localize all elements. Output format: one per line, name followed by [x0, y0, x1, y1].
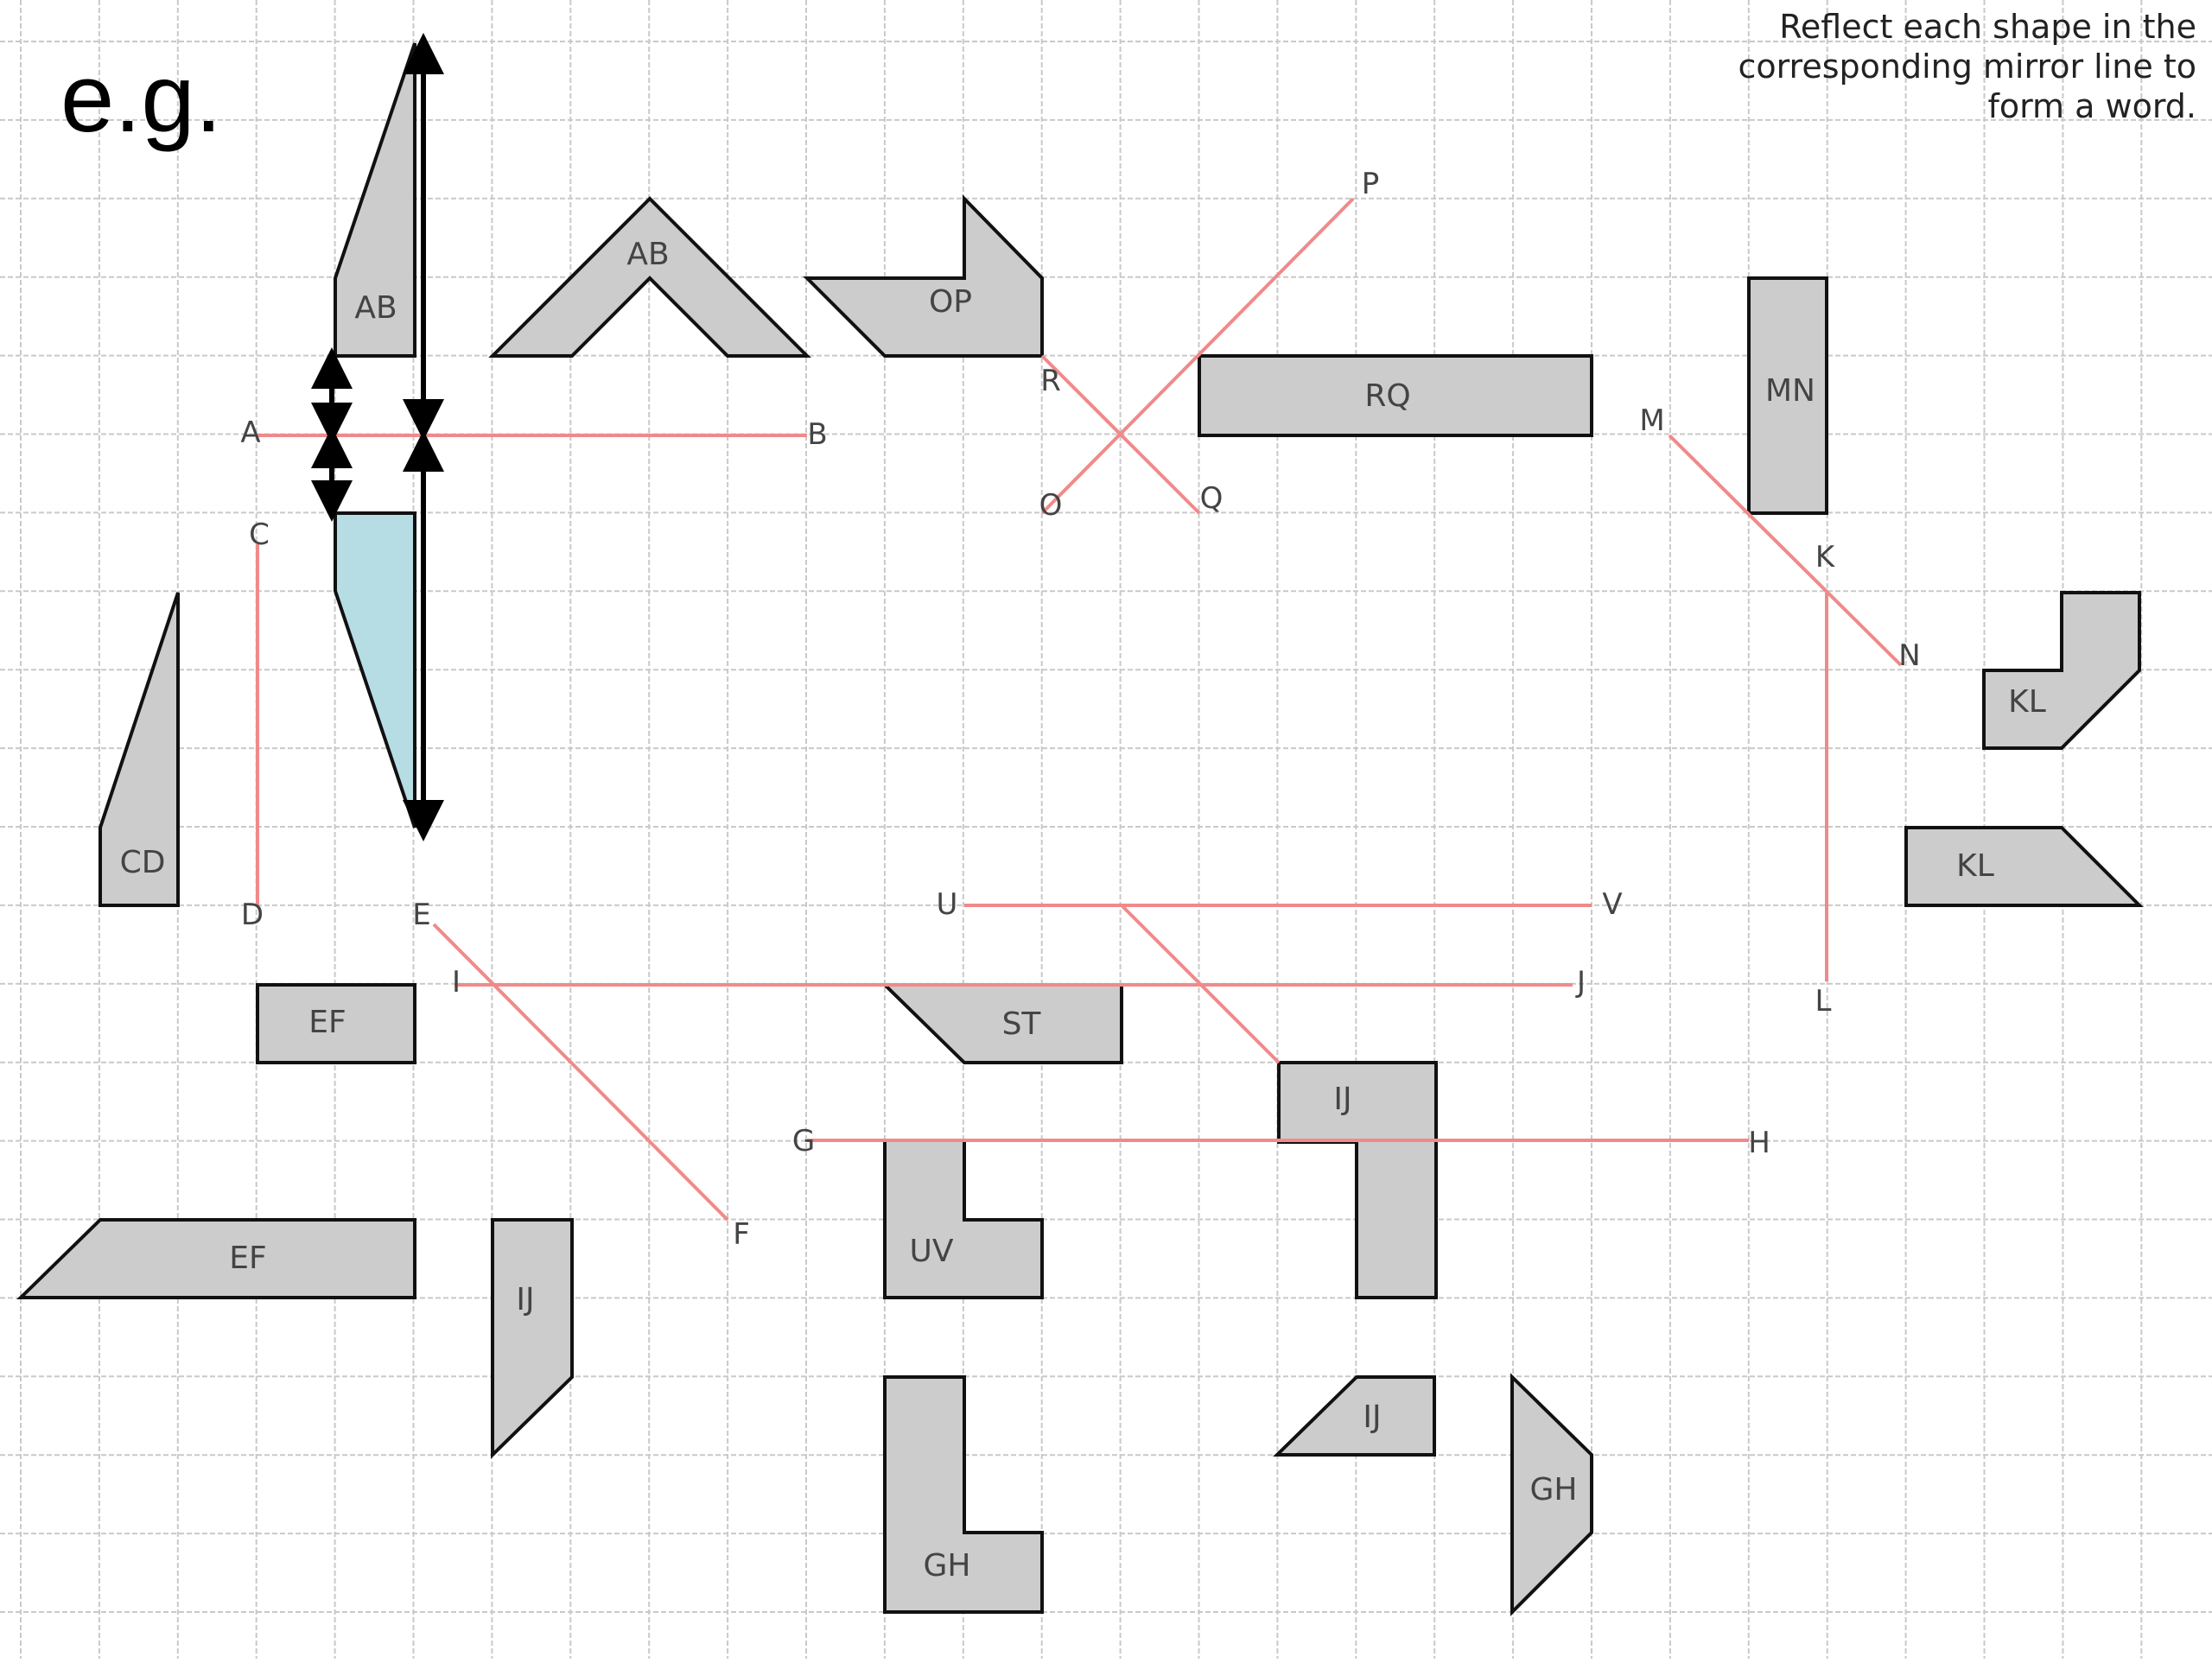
shape-KL-top — [1982, 591, 2141, 750]
point-label-M: M — [1639, 403, 1664, 438]
shape-label-ST: ST — [1002, 1006, 1042, 1042]
mirror-line-EF — [432, 923, 729, 1222]
shape-RQ — [1198, 354, 1593, 437]
shape-label-IJ-tall: IJ — [1333, 1082, 1351, 1117]
mirror-line-OP — [1040, 197, 1355, 515]
shape-label-CD: CD — [120, 845, 166, 880]
mirror-line-UV-diag — [1120, 904, 1281, 1064]
shape-label-RQ: RQ — [1364, 378, 1410, 414]
point-label-R: R — [1040, 364, 1061, 398]
shape-IJ-tall — [1277, 1061, 1438, 1299]
shape-OP — [803, 194, 1044, 358]
shape-label-GH-L: GH — [924, 1548, 971, 1584]
shape-EF-para — [16, 1218, 416, 1299]
point-label-L: L — [1815, 984, 1832, 1019]
shape-label-AB-triangle: AB — [354, 290, 397, 326]
shape-KL-bottom — [1904, 826, 2144, 907]
instructions-line-2: corresponding mirror line to — [1738, 48, 2196, 86]
instructions-line-1: Reflect each shape in the — [1779, 8, 2196, 46]
shape-label-MN: MN — [1765, 373, 1815, 409]
shape-label-KL-bottom: KL — [1956, 848, 1994, 884]
shape-label-GH-right: GH — [1530, 1472, 1578, 1507]
point-label-F: F — [733, 1217, 750, 1252]
shapes — [16, 42, 2144, 1616]
shape-GH-right — [1510, 1373, 1593, 1616]
point-label-Q: Q — [1200, 481, 1224, 516]
shape-EF-rect — [256, 983, 416, 1064]
point-label-U: U — [937, 887, 958, 922]
shape-GH-L — [883, 1375, 1044, 1614]
shape-IJ-left — [491, 1218, 574, 1459]
shape-MN — [1747, 276, 1828, 515]
point-label-K: K — [1815, 540, 1836, 574]
distance-arrows — [311, 32, 444, 841]
shape-label-AB-chevron: AB — [626, 237, 669, 272]
shape-label-KL-top: KL — [2008, 684, 2046, 720]
shape-label-IJ-small: IJ — [1363, 1400, 1381, 1435]
point-label-O: O — [1039, 488, 1063, 523]
mirror-line-MN — [1668, 434, 1903, 667]
point-label-D: D — [241, 898, 264, 932]
shape-UV — [883, 1139, 1044, 1299]
shape-label-UV: UV — [910, 1234, 954, 1269]
point-label-G: G — [792, 1124, 815, 1158]
point-label-P: P — [1362, 167, 1380, 201]
shape-label-EF-rect: EF — [308, 1005, 346, 1040]
point-label-A: A — [240, 416, 260, 450]
mirror-line-RQ — [1040, 354, 1201, 515]
example-title: e.g. — [60, 44, 222, 152]
instructions-text: Reflect each shape in the corresponding … — [1592, 7, 2196, 126]
shape-label-OP: OP — [929, 284, 972, 320]
point-label-C: C — [249, 517, 270, 552]
shape-label-IJ-left: IJ — [516, 1282, 534, 1317]
shape-IJ-small — [1273, 1375, 1436, 1457]
point-label-V: V — [1602, 887, 1622, 922]
instructions-line-3: form a word. — [1987, 87, 2196, 125]
point-label-J: J — [1575, 965, 1586, 1000]
point-label-I: I — [452, 965, 461, 1000]
point-label-B: B — [807, 417, 827, 452]
shape-CD — [99, 592, 180, 907]
shape-label-EF-para: EF — [229, 1241, 266, 1276]
point-label-N: N — [1898, 638, 1920, 673]
shape-AB-chevron — [488, 196, 811, 358]
point-label-E: E — [412, 898, 430, 932]
point-label-H: H — [1748, 1126, 1770, 1160]
